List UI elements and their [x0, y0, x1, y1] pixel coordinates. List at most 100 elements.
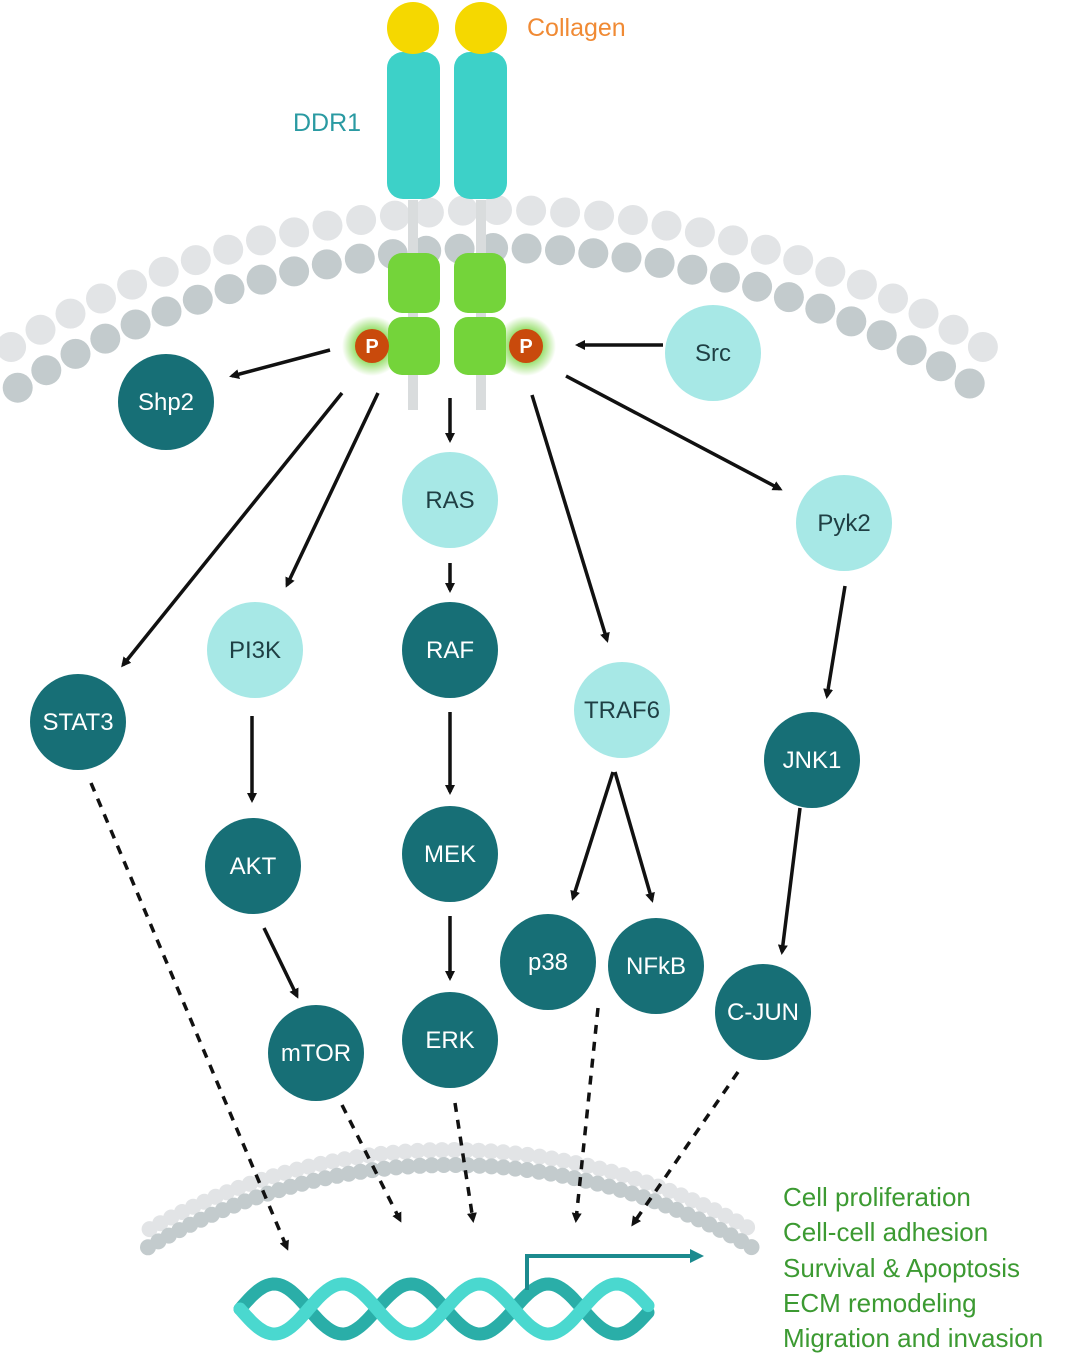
membrane-lipid-inner [644, 247, 675, 278]
phospho-badge-right [509, 329, 543, 363]
membrane-lipid-outer [815, 256, 846, 287]
arrow-erk-to-nucleus [453, 1102, 477, 1223]
node-pi3k: PI3K [207, 602, 303, 698]
nuclear-lipid-outer [531, 1148, 548, 1165]
dna-helix [233, 1277, 655, 1341]
node-raf: RAF [402, 602, 498, 698]
membrane-lipid-inner [60, 338, 91, 369]
membrane-lipid-outer [783, 245, 814, 276]
nuclear-lipid-outer [372, 1145, 389, 1162]
node-label: JNK1 [783, 747, 842, 774]
membrane-lipid-outer [0, 332, 27, 362]
arrow-phospho_left-to-pi3k [285, 392, 380, 588]
nuclear-lipid-inner [447, 1157, 464, 1173]
collagen-label: Collagen [527, 14, 626, 42]
nuclear-lipid-inner [495, 1159, 512, 1176]
membrane-lipid-inner [954, 368, 985, 399]
membrane-lipid-inner [279, 256, 310, 287]
node-label: Src [695, 340, 731, 367]
nuclear-lipid-inner [531, 1163, 547, 1180]
membrane-lipid-outer [617, 205, 648, 235]
membrane-lipid-outer [55, 298, 86, 329]
membrane-lipid-outer [213, 234, 244, 265]
arrow-phospho_right-to-traf6 [530, 394, 610, 643]
arrow-mtor-to-nucleus [340, 1104, 402, 1223]
phospho-label-left: P [365, 336, 378, 358]
nuclear-lipid-inner [352, 1163, 369, 1180]
membrane-lipid-outer [684, 217, 715, 248]
nuclear-lipid-outer [739, 1219, 756, 1236]
node-label: TRAF6 [584, 697, 660, 724]
membrane-lipid-outer [878, 283, 908, 314]
node-label: AKT [230, 853, 277, 880]
node-traf6: TRAF6 [574, 662, 670, 758]
arrow-phospho_right-to-pyk2 [565, 374, 783, 491]
membrane-lipid-inner [511, 233, 542, 264]
nuclear-lipid-inner [519, 1162, 536, 1178]
membrane-lipid-outer [379, 200, 410, 231]
nuclear-lipid-inner [340, 1165, 357, 1182]
node-circle [665, 305, 761, 401]
membrane-lipid-outer [86, 283, 116, 314]
node-nfkb: NFkB [608, 918, 704, 1014]
arrow-traf6-to-p38 [570, 771, 615, 901]
collagen-ligand-left [387, 2, 439, 54]
phospho-site-right: P [496, 316, 556, 376]
outcome-item: ECM remodeling [783, 1288, 977, 1318]
node-circle [764, 712, 860, 808]
nuclear-lipid-outer [507, 1145, 524, 1162]
nuclear-lipid-outer [421, 1142, 438, 1159]
arrow-akt-to-mtor [262, 927, 299, 999]
node-circle [268, 1005, 364, 1101]
dna-strand-b [233, 1277, 655, 1341]
phospho-site-left: P [342, 316, 402, 376]
node-label: RAS [425, 487, 474, 514]
nuclear-lipid-outer [409, 1142, 426, 1159]
phospho-badge-left [355, 329, 389, 363]
nuclear-lipid-outer [385, 1144, 402, 1161]
nuclear-lipid-outer [434, 1142, 450, 1159]
arrow-phospho_left-to-shp2 [229, 348, 331, 380]
membrane-lipid-inner [742, 271, 773, 302]
node-circle [207, 602, 303, 698]
node-stat3: STAT3 [30, 674, 126, 770]
membrane-lipid-inner [709, 262, 740, 293]
node-mek: MEK [402, 806, 498, 902]
membrane-lipid-outer [938, 314, 969, 345]
node-pyk2: Pyk2 [796, 475, 892, 571]
membrane-lipid-inner [773, 282, 804, 313]
node-circle [118, 354, 214, 450]
node-ras: RAS [402, 452, 498, 548]
nuclear-lipid-outer [300, 1158, 317, 1175]
membrane-lipid-outer [846, 269, 877, 300]
node-label: ERK [425, 1027, 474, 1054]
outcome-item: Cell-cell adhesion [783, 1217, 988, 1247]
nuclear-lipid-inner [388, 1159, 405, 1176]
nuclear-lipid-outer [348, 1149, 365, 1166]
membrane-lipid-inner [578, 238, 609, 269]
membrane-lipid-outer [246, 225, 276, 256]
nuclear-lipid-inner [423, 1157, 440, 1174]
nuclear-lipid-outer [543, 1150, 560, 1167]
node-circle [402, 992, 498, 1088]
node-circle [402, 806, 498, 902]
membrane-lipid-outer [967, 332, 998, 362]
membrane-lipid-inner [31, 355, 62, 386]
membrane-lipid-inner [805, 293, 836, 324]
nuclear-lipid-inner [471, 1157, 488, 1174]
node-circle [30, 674, 126, 770]
receptor-extracellular-right [454, 52, 507, 199]
membrane-lipid-inner [90, 323, 121, 354]
membrane-lipid-inner [344, 243, 375, 274]
node-erk: ERK [402, 992, 498, 1088]
membrane-lipid-inner [182, 284, 213, 315]
membrane-lipid-outer [750, 234, 781, 265]
membrane-lipid-inner [545, 235, 575, 266]
kinase-domain-right [454, 253, 506, 375]
nuclear-lipid-inner [376, 1160, 393, 1177]
membrane-lipid-outer [117, 269, 148, 300]
pathway-arrows [89, 340, 847, 1251]
receptor-extracellular-left [387, 52, 440, 199]
nuclear-lipid-outer [519, 1146, 536, 1163]
